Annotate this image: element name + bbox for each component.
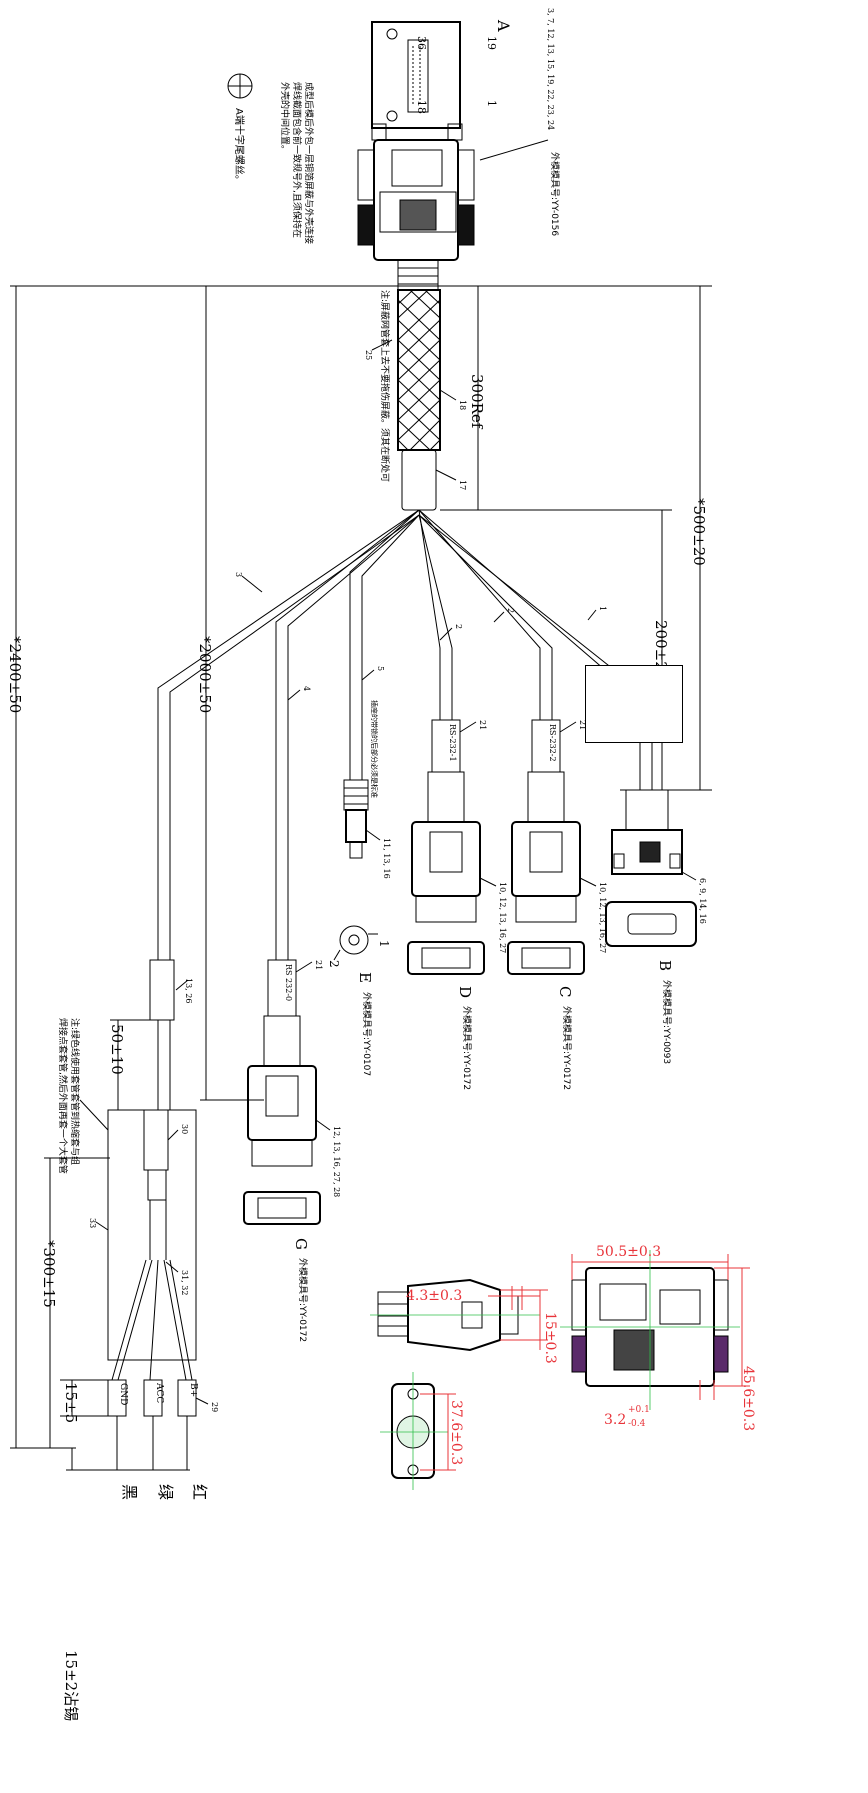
dim-15: 15±5 — [62, 1382, 80, 1423]
power-end — [107, 959, 197, 1470]
dim-300: *300±15 — [40, 1240, 58, 1308]
dim-detail-50-5: 50.5±0.3 — [596, 1244, 661, 1260]
branch-callout-4: 4 — [302, 686, 311, 691]
power-callout-29: 29 — [210, 1402, 219, 1412]
power-callout-30: 30 — [180, 1124, 189, 1134]
dim-detail-45-6: 45.6±0.3 — [740, 1366, 756, 1431]
callout-21b: 21 — [578, 720, 587, 730]
power-callout-13-26: 13, 26 — [184, 978, 193, 1003]
wire-label-acc: ACC — [154, 1382, 164, 1403]
connector-a-pin-19: 19 — [485, 36, 498, 50]
dim-detail-3-2: 3.2 — [604, 1412, 626, 1428]
connector-a-note-line3: 外壳的中间位置。 — [279, 82, 291, 154]
connector-c-callout: 10, 12, 13, 16, 27 — [598, 882, 607, 953]
connector-g-letter: G — [292, 1238, 310, 1250]
power-note-line1: 注:绿色线使用套管套管到热缩套与组 — [69, 1018, 81, 1165]
connector-e — [339, 779, 369, 955]
dimension-lines — [10, 285, 712, 1471]
callout-21c: 21 — [314, 960, 323, 970]
connector-b-callout: 6, 9, 14, 16 — [698, 878, 707, 924]
connector-a-pin-18: 18 — [415, 100, 428, 114]
connector-d-model: 外模模具号:YY-0172 — [461, 1006, 473, 1090]
label-rs232-2: RS-232-2 — [548, 724, 557, 762]
connector-e-model: 外模模具号:YY-0107 — [361, 992, 373, 1076]
connector-d — [407, 771, 485, 975]
dim-detail-4-3: 4.3±0.3 — [406, 1288, 462, 1304]
dim-2400: *2400±50 — [6, 636, 24, 713]
detail-shell-top — [560, 665, 740, 1410]
dim-15-tin: 15±2沾锡 — [62, 1650, 80, 1721]
branch-callout-2a: 2 — [506, 608, 515, 613]
ground-symbol-icon — [227, 73, 253, 99]
braided-sleeve — [397, 289, 441, 511]
wire-color-green: 绿 — [156, 1484, 175, 1500]
connector-a-model: 外模模具号:YY-0156 — [549, 152, 561, 236]
connector-a-note-line2: 焊线截面包含前一致规号外,且须保持在 — [291, 82, 303, 238]
connector-e-letter: E — [356, 972, 374, 983]
power-callout-31-32: 31, 32 — [180, 1270, 189, 1295]
dim-detail-3-2-sup: +0.1 — [628, 1405, 650, 1415]
dim-50: 50±10 — [108, 1024, 126, 1075]
braid-note: 注:屏蔽网管套上去不要拖伤屏蔽。须其在断处可 — [379, 290, 391, 482]
connector-c-letter: C — [556, 986, 574, 997]
connector-e-note: 插座的带锁的后部分必须是标准 — [370, 700, 379, 798]
detail-flange — [380, 1372, 448, 1490]
connector-a-pin-list: 3, 7, 12, 13, 15, 19, 22, 23, 24 — [546, 8, 555, 130]
wire-color-red: 红 — [190, 1484, 209, 1500]
connector-a-letter: A — [494, 19, 513, 32]
braid-callout-25: 25 — [364, 350, 373, 360]
braid-callout-17: 17 — [458, 480, 467, 490]
connector-a-face-view — [371, 21, 461, 129]
power-note-line2: 焊接点套套管,然后外面再套一个大套管 — [57, 1018, 69, 1174]
connector-e-pin2: 2 — [327, 960, 341, 968]
connector-a-pin-1: 1 — [485, 100, 498, 107]
branch-callout-2b: 2 — [454, 624, 463, 629]
branch-callout-5: 5 — [376, 666, 385, 671]
branch-callout-3: 3 — [234, 572, 243, 577]
connector-a-note-line1: 成型后模后外包一层铜箔屏蔽与外壳连接 — [303, 82, 315, 244]
dim-300ref: 300Ref — [468, 374, 486, 430]
connector-c-model: 外模模具号:YY-0172 — [561, 1006, 573, 1090]
connector-d-letter: D — [456, 986, 474, 998]
dim-detail-3-2-sub: -0.4 — [628, 1419, 646, 1429]
connector-b — [605, 789, 697, 947]
connector-d-callout: 10, 12, 13, 16, 27 — [498, 882, 507, 953]
connector-e-callout: 11, 13, 16 — [382, 838, 391, 879]
power-callout-33: 33 — [88, 1218, 97, 1228]
connector-a-pin-36: 36 — [415, 36, 428, 50]
detail-dimensions — [420, 1254, 750, 1471]
connector-b-letter: B — [656, 960, 674, 971]
connector-b-model: 外模模具号:YY-0093 — [661, 980, 673, 1064]
connector-g-callout: 12, 13, 16, 27, 28 — [332, 1126, 341, 1197]
braid-callout-18: 18 — [458, 400, 467, 410]
cable-branches — [157, 509, 653, 960]
wire-label-bplus: B+ — [188, 1383, 198, 1397]
label-rs232-0: RS 232-0 — [284, 964, 293, 1001]
dim-detail-15: 15±0.3 — [542, 1312, 558, 1364]
connector-a-ground-note: A端十字尾螺丝。 — [233, 108, 246, 185]
connector-a-shell — [357, 123, 475, 291]
connector-e-pin1: 1 — [377, 940, 391, 948]
dim-2000: *2000±50 — [196, 636, 214, 713]
wire-color-black: 黑 — [120, 1484, 139, 1500]
connector-c — [507, 771, 585, 975]
wire-label-gnd: GND — [118, 1383, 128, 1405]
branch-callout-1: 1 — [598, 606, 607, 611]
connector-g — [243, 1015, 321, 1225]
dim-detail-37-6: 37.6±0.3 — [448, 1400, 464, 1465]
dim-500: *500±20 — [690, 498, 708, 566]
callout-21a: 21 — [478, 720, 487, 730]
connector-g-model: 外模模具号:YY-0172 — [297, 1258, 309, 1342]
label-rs232-1: RS-232-1 — [448, 724, 457, 762]
